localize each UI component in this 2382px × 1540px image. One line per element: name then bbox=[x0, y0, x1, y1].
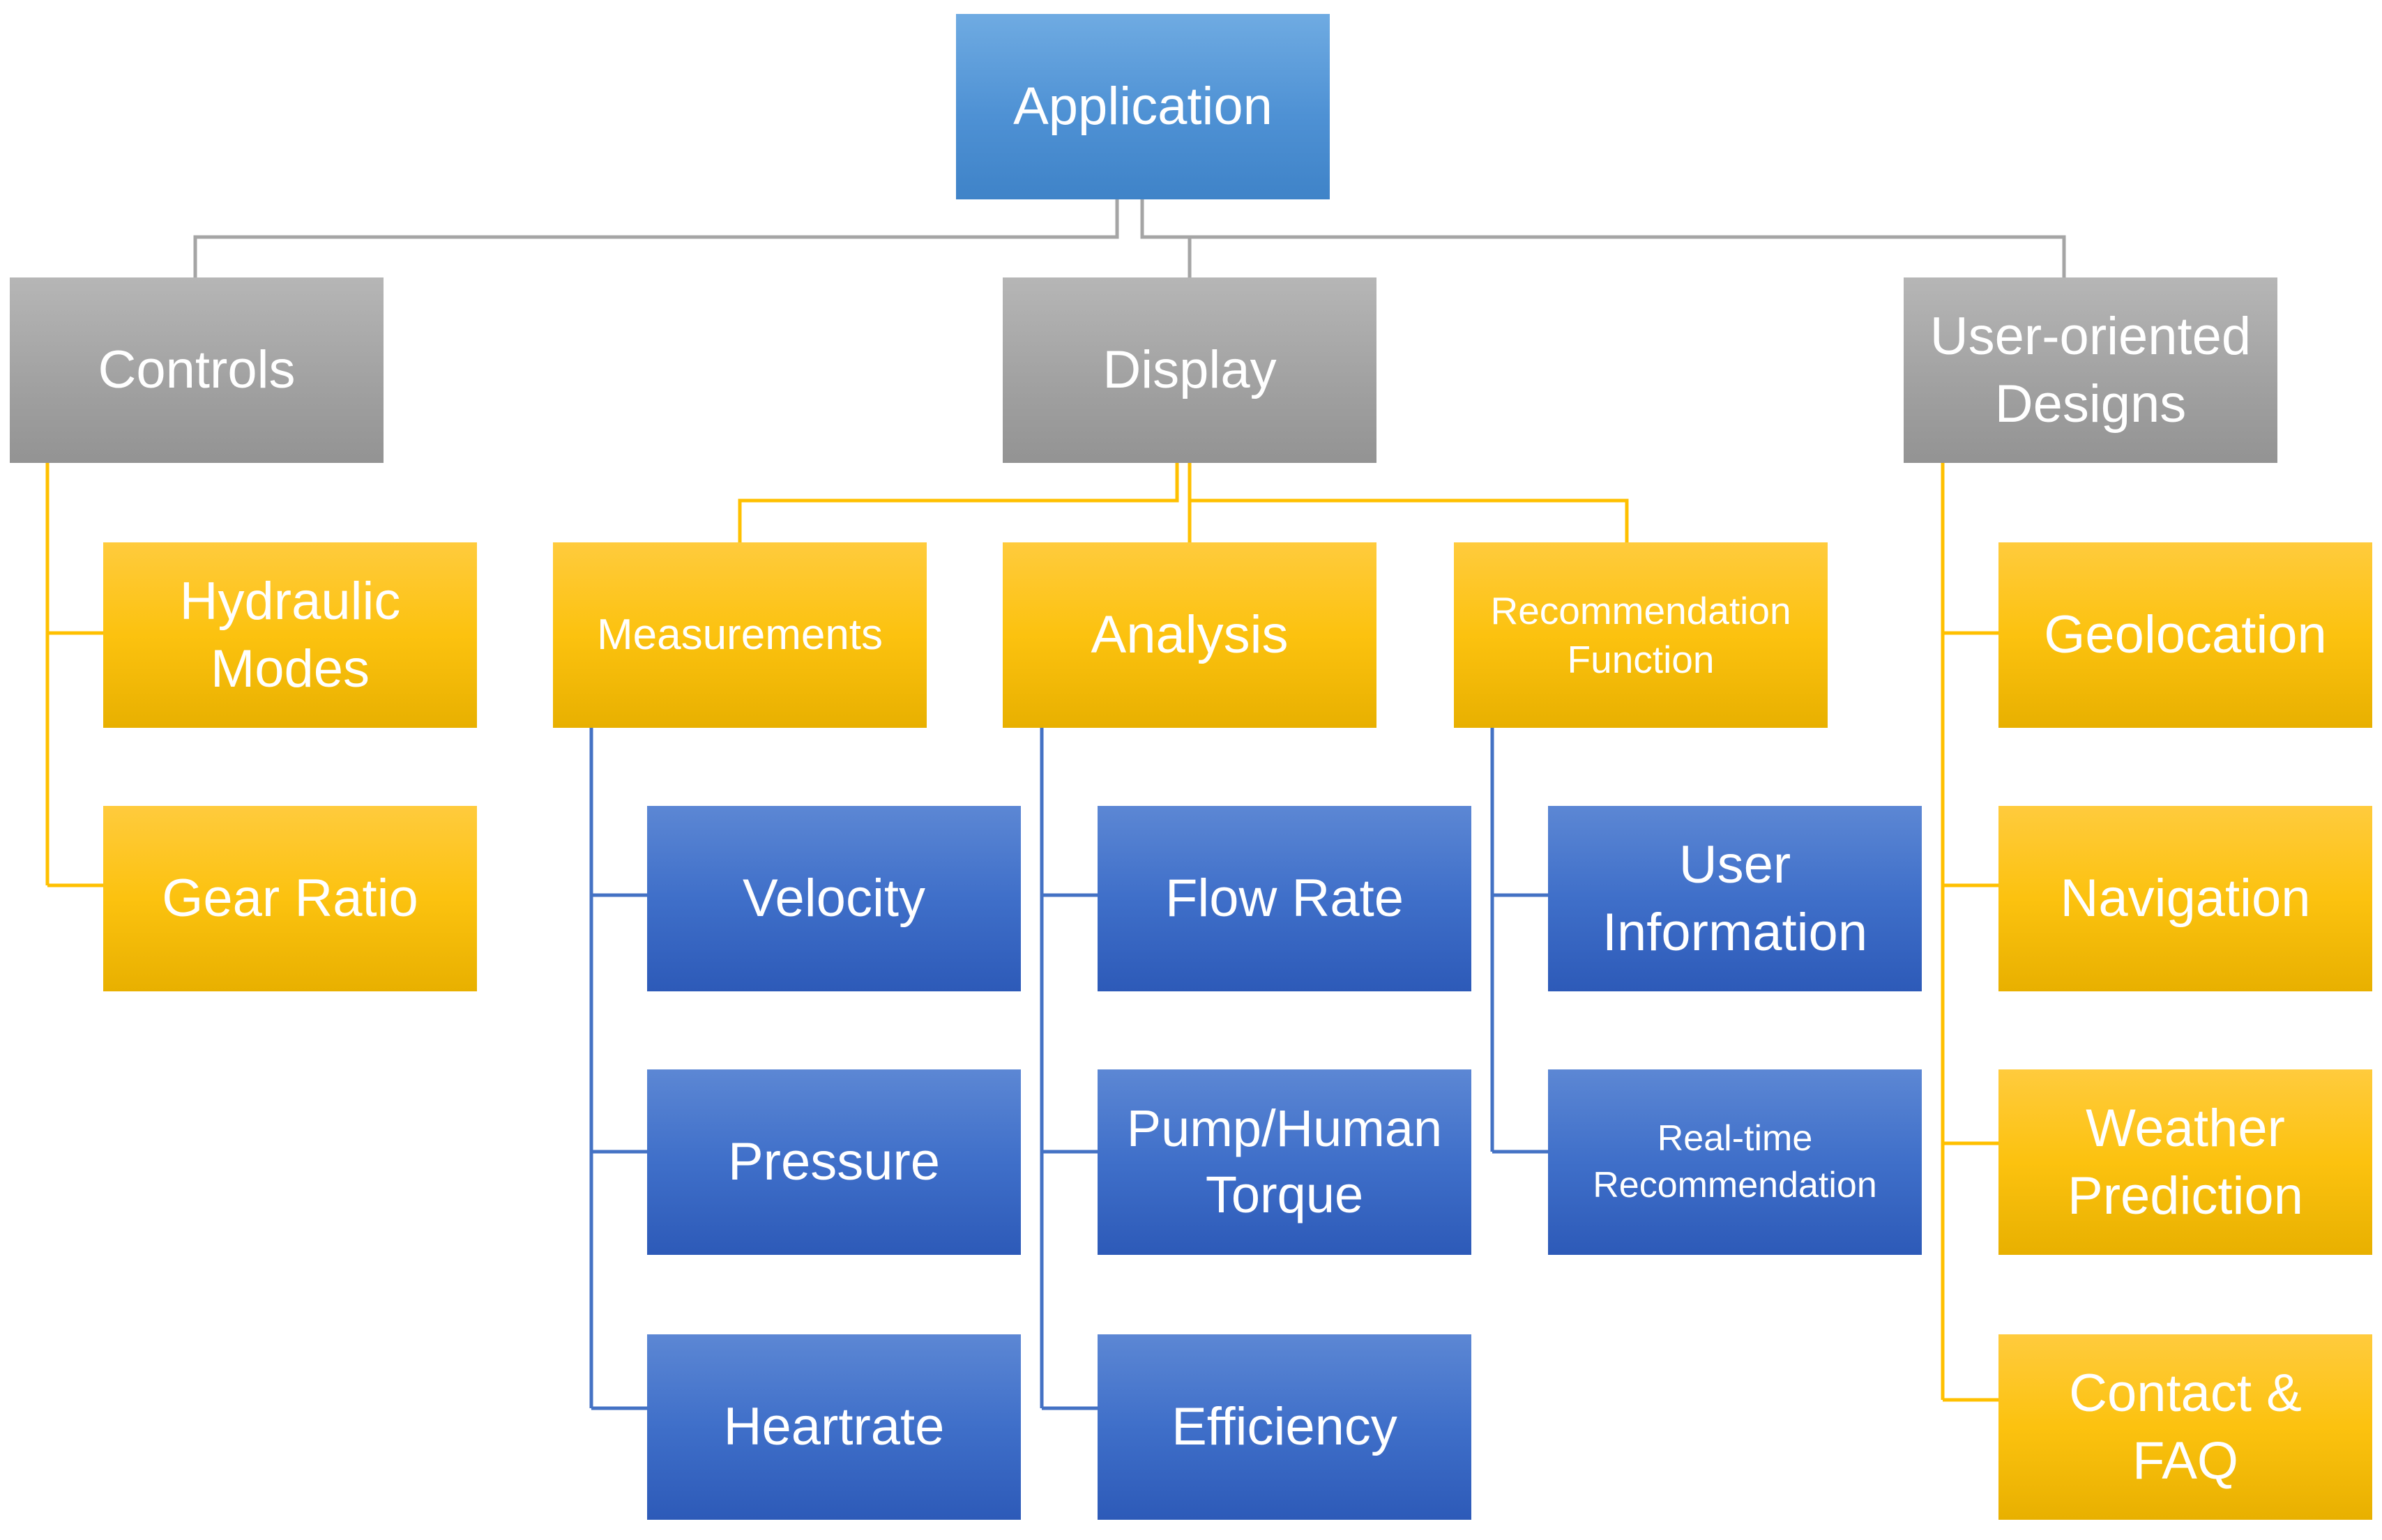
node-contact-faq: Contact & FAQ bbox=[1998, 1334, 2372, 1520]
node-controls-label: Controls bbox=[98, 340, 296, 400]
node-display: Display bbox=[1003, 277, 1376, 463]
node-user-oriented-designs: User-oriented Designs bbox=[1904, 277, 2277, 463]
connector-root-controls bbox=[193, 199, 1119, 277]
node-contact-faq-label: Contact & FAQ bbox=[2069, 1363, 2302, 1491]
node-hydraulic-modes: Hydraulic Modes bbox=[103, 542, 477, 728]
node-user-oriented-designs-label: User-oriented Designs bbox=[1929, 306, 2252, 434]
node-controls: Controls bbox=[10, 277, 384, 463]
node-heartrate-label: Heartrate bbox=[723, 1397, 945, 1457]
connector-root-user-oriented bbox=[1140, 199, 2066, 277]
node-flow-rate: Flow Rate bbox=[1098, 806, 1471, 991]
node-hydraulic-modes-label: Hydraulic Modes bbox=[179, 571, 401, 699]
node-weather-prediction: Weather Prediction bbox=[1998, 1069, 2372, 1255]
node-recommendation-function-label: Recommendation Function bbox=[1490, 588, 1791, 681]
connector-display-recommendation bbox=[1188, 463, 1629, 542]
node-analysis: Analysis bbox=[1003, 542, 1376, 728]
node-pump-human-torque: Pump/Human Torque bbox=[1098, 1069, 1471, 1255]
node-gear-ratio-label: Gear Ratio bbox=[162, 869, 418, 929]
node-flow-rate-label: Flow Rate bbox=[1165, 869, 1404, 929]
node-pump-human-torque-label: Pump/Human Torque bbox=[1126, 1099, 1443, 1223]
node-efficiency-label: Efficiency bbox=[1171, 1397, 1397, 1457]
connector-display-measurements bbox=[738, 463, 1179, 542]
node-velocity: Velocity bbox=[647, 806, 1021, 991]
node-recommendation-function: Recommendation Function bbox=[1454, 542, 1828, 728]
node-application-label: Application bbox=[1013, 77, 1273, 137]
node-gear-ratio: Gear Ratio bbox=[103, 806, 477, 991]
node-application: Application bbox=[956, 14, 1330, 199]
node-geolocation-label: Geolocation bbox=[2044, 605, 2327, 665]
node-real-time-recommendation: Real-time Recommendation bbox=[1548, 1069, 1922, 1255]
node-navigation-label: Navigation bbox=[2060, 869, 2311, 929]
node-weather-prediction-label: Weather Prediction bbox=[2068, 1098, 2303, 1226]
node-pressure: Pressure bbox=[647, 1069, 1021, 1255]
node-user-information-label: User Information bbox=[1602, 834, 1868, 962]
node-display-label: Display bbox=[1102, 340, 1277, 400]
node-pressure-label: Pressure bbox=[727, 1132, 941, 1192]
node-efficiency: Efficiency bbox=[1098, 1334, 1471, 1520]
node-measurements-label: Measurements bbox=[596, 611, 883, 660]
node-user-information: User Information bbox=[1548, 806, 1922, 991]
node-measurements: Measurements bbox=[553, 542, 927, 728]
node-analysis-label: Analysis bbox=[1091, 605, 1289, 665]
node-heartrate: Heartrate bbox=[647, 1334, 1021, 1520]
node-real-time-recommendation-label: Real-time Recommendation bbox=[1593, 1118, 1877, 1205]
node-velocity-label: Velocity bbox=[743, 869, 925, 929]
node-geolocation: Geolocation bbox=[1998, 542, 2372, 728]
node-navigation: Navigation bbox=[1998, 806, 2372, 991]
